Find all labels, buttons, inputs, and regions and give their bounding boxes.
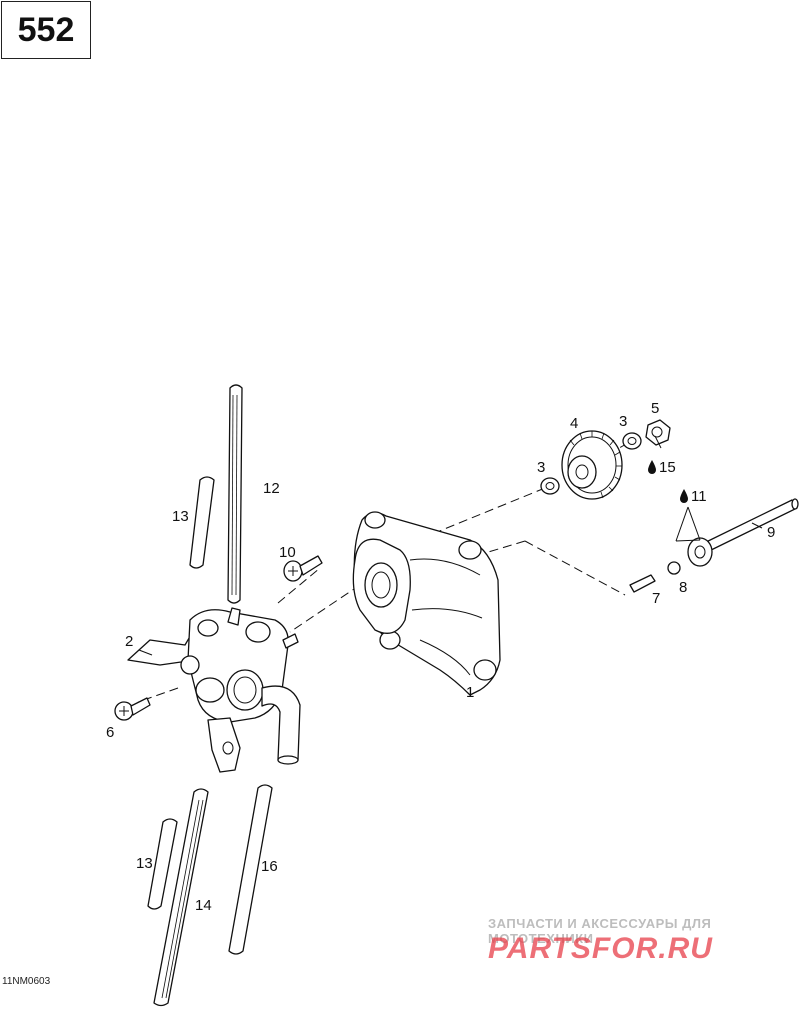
leader-lines bbox=[138, 435, 763, 656]
callout-2: 2 bbox=[125, 633, 133, 650]
callout-1: 1 bbox=[466, 684, 474, 701]
callout-5: 5 bbox=[651, 400, 659, 417]
callout-3: 3 bbox=[537, 459, 545, 476]
oil-drop-icon bbox=[648, 460, 656, 474]
part-9-shaft bbox=[699, 498, 799, 554]
callout-16: 16 bbox=[261, 858, 278, 875]
watermark-logo: PARTSFOR.RU bbox=[488, 932, 788, 967]
part-11-pinion bbox=[687, 537, 713, 567]
part-6-screw bbox=[114, 697, 151, 721]
callout-10: 10 bbox=[279, 544, 296, 561]
page-number: 552 bbox=[17, 10, 75, 49]
callout-4: 4 bbox=[570, 415, 578, 432]
part-8-washer bbox=[667, 561, 681, 575]
callout-12: 12 bbox=[263, 480, 280, 497]
callout-8: 8 bbox=[679, 579, 687, 596]
oil-drop-icon bbox=[680, 489, 688, 503]
oil-pump-assembly bbox=[127, 607, 301, 773]
part-14-tube bbox=[153, 788, 209, 1007]
callout-6: 6 bbox=[106, 724, 114, 741]
callout-9: 9 bbox=[767, 524, 775, 541]
callout-11: 11 bbox=[691, 488, 707, 505]
part-7-pin bbox=[629, 574, 656, 593]
part-13-tube-bottom bbox=[147, 818, 178, 910]
watermark-caption: ЗАПЧАСТИ И АКСЕССУАРЫ ДЛЯ МОТОТЕХНИКИ bbox=[488, 916, 712, 946]
part-3-washer-a bbox=[540, 477, 560, 495]
part-12-tube bbox=[227, 384, 243, 604]
callout-13: 13 bbox=[172, 508, 189, 525]
drawing-code: 11NM0603 bbox=[2, 976, 51, 987]
callout-15: 15 bbox=[659, 459, 676, 476]
callout-14: 14 bbox=[195, 897, 212, 914]
callout-3: 3 bbox=[619, 413, 627, 430]
callout-7: 7 bbox=[652, 590, 660, 607]
part-3-washer-b bbox=[622, 432, 642, 450]
callout-13: 13 bbox=[136, 855, 153, 872]
part-5-nut bbox=[645, 419, 671, 446]
part-13-tube-top bbox=[189, 476, 215, 569]
part-1-housing bbox=[352, 511, 501, 696]
svg-text:PARTSFOR.RU: PARTSFOR.RU bbox=[488, 932, 713, 962]
part-10-screw bbox=[283, 555, 323, 582]
part-16-tube bbox=[228, 784, 273, 955]
callout-labels: 1 2 3 3 4 5 6 7 8 9 10 11 12 13 13 14 15… bbox=[106, 400, 775, 914]
part-4-gear bbox=[561, 430, 623, 500]
page-number-box: 552 bbox=[1, 1, 91, 59]
